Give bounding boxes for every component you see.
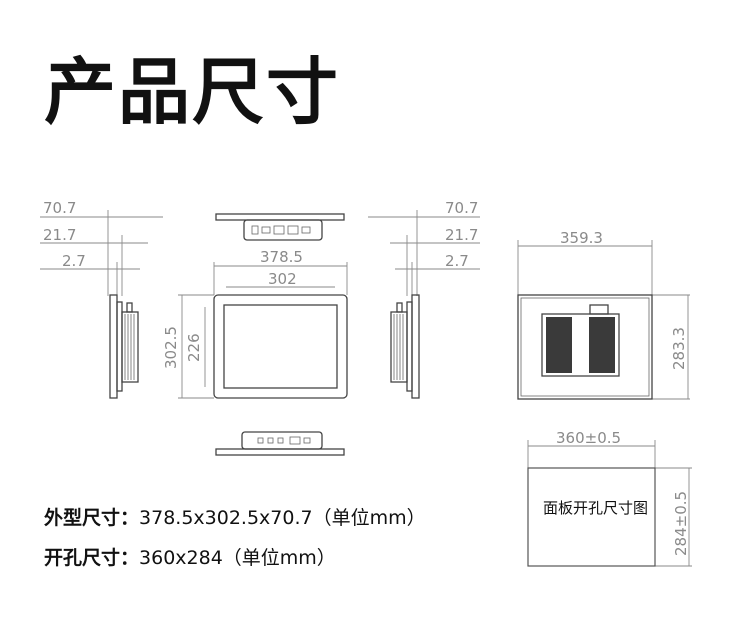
bottom-view [215,431,345,456]
outer-dimensions-value: 378.5x302.5x70.7（单位mm） [139,507,426,529]
front-view: 378.5 302 302.5 226 [162,248,348,399]
rear-width-dim: 359.3 [560,229,603,247]
left-side-depth-dim: 70.7 [43,199,76,217]
cutout-width-dim: 360±0.5 [556,429,621,447]
front-outer-width-dim: 378.5 [260,248,303,266]
right-side-small-dim: 2.7 [445,252,469,270]
right-side-depth-dim: 70.7 [445,199,478,217]
cutout-label: 面板开孔尺寸图 [543,499,648,517]
cutout-dimensions-value: 360x284（单位mm） [139,547,336,569]
left-side-mid-dim: 21.7 [43,226,76,244]
rear-height-dim: 283.3 [670,327,688,370]
page-title: 产品尺寸 [44,50,341,134]
front-inner-height-dim: 226 [185,333,203,362]
cutout-diagram: 360±0.5 284±0.5 面板开孔尺寸图 [527,429,692,567]
left-side-small-dim: 2.7 [62,252,86,270]
front-outer-height-dim: 302.5 [162,326,180,369]
left-side-view: 70.7 21.7 2.7 [40,199,163,399]
top-view [215,213,345,241]
front-inner-width-dim: 302 [268,270,297,288]
rear-view: 359.3 283.3 [517,229,690,400]
right-side-view: 70.7 21.7 2.7 [368,199,480,399]
outer-dimensions-label: 外型尺寸： [44,507,140,529]
cutout-dimensions-label: 开孔尺寸： [44,547,140,569]
outer-dimensions-spec: 外型尺寸：378.5x302.5x70.7（单位mm） [44,503,426,530]
cutout-height-dim: 284±0.5 [672,491,690,556]
cutout-dimensions-spec: 开孔尺寸：360x284（单位mm） [44,543,336,570]
right-side-mid-dim: 21.7 [445,226,478,244]
